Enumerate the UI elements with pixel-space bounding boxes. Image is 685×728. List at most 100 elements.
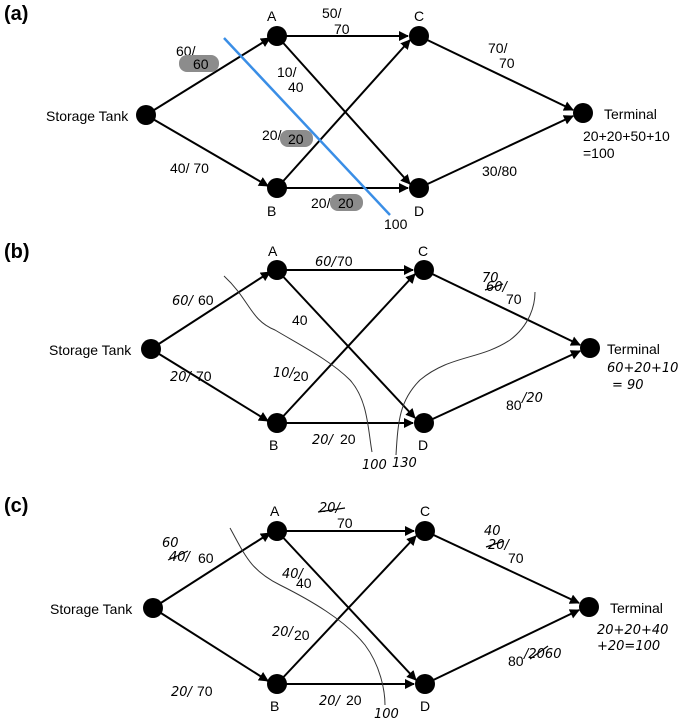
edge-b-c: [276, 535, 417, 685]
label-terminal: Terminal: [604, 106, 657, 122]
label-a: A: [270, 503, 280, 519]
strikethrough: [317, 507, 346, 513]
edge-source-a-cap: 60: [198, 292, 214, 308]
node-c: [409, 26, 429, 46]
label-c: C: [414, 8, 424, 24]
edge-c-terminal-cap: 70: [499, 55, 515, 71]
edge-a-c-cap: 70: [334, 21, 350, 37]
edge-source-a-cap: 60: [198, 550, 214, 566]
edge-c-terminal-cap: 70: [506, 291, 522, 307]
edge-source-a: [152, 532, 271, 609]
edge-a-c-flow: 20/: [319, 501, 342, 516]
edge-d-terminal-flow: /20: [521, 391, 543, 406]
edge-source-b: [145, 114, 269, 187]
edge-b-c-cap: 20: [294, 627, 310, 643]
edge-b-d-flow: 20/: [319, 694, 342, 709]
edge-d-terminal-cap: 80: [506, 397, 522, 413]
edge-b-c-flow: 10/: [273, 366, 296, 381]
saturated-highlight: [280, 130, 313, 147]
edge-a-d-flow: 40/: [282, 567, 305, 582]
strikethrough: [529, 645, 549, 660]
node-d: [409, 178, 429, 198]
edge-source-b-cap: 70: [196, 368, 212, 384]
node-c: [414, 260, 434, 280]
min-cut-line: [223, 37, 391, 216]
label-d: D: [420, 698, 430, 714]
edge-c-terminal-old: 70: [482, 271, 499, 286]
edge-b-d-flow: 20/: [312, 433, 335, 448]
edge-c-terminal: [418, 35, 574, 111]
strikethrough: [485, 540, 505, 548]
node-d: [414, 413, 434, 433]
label-b: B: [267, 203, 276, 219]
label-storage-tank: Storage Tank: [46, 108, 129, 124]
edge-d-terminal-value: 30/80: [482, 163, 517, 179]
edge-source-b: [150, 348, 269, 422]
cut-value-2: 130: [392, 456, 417, 471]
edge-b-d-cap: 20: [346, 692, 362, 708]
edge-a-d-flow: 10/: [277, 64, 297, 80]
edge-b-c-flow: 20/: [262, 127, 282, 143]
label-terminal: Terminal: [607, 341, 660, 357]
edge-a-c-flow: 60/: [315, 255, 338, 270]
edge-source-b-flow: 20/: [171, 685, 194, 700]
edge-d-terminal: [418, 115, 574, 189]
edge-source-a-flow: 60/: [172, 294, 195, 309]
edge-c-terminal-cap: 70: [508, 550, 524, 566]
node-b: [267, 413, 287, 433]
edge-b-d-cap: 20: [340, 431, 356, 447]
cut-value: 100: [384, 216, 408, 232]
label-b: B: [269, 437, 278, 453]
edge-source-a-cap: 60: [193, 56, 209, 72]
panel-a: (a) Storage Tank A B C D Terminal 60/ 60…: [4, 3, 670, 232]
node-d: [415, 674, 435, 694]
total-flow-line-2: =100: [583, 145, 615, 161]
label-c: C: [418, 243, 428, 259]
node-storage-tank: [143, 598, 163, 618]
node-terminal: [580, 338, 600, 358]
node-a: [267, 26, 287, 46]
edge-source-b-value: 40/ 70: [170, 160, 209, 176]
label-c: C: [420, 503, 430, 519]
label-b: B: [270, 698, 279, 714]
edge-c-terminal-new: 40: [484, 524, 501, 539]
cut-curve: [229, 527, 386, 706]
total-flow-line-2: +20=100: [597, 639, 660, 654]
edge-c-terminal-old: 20/: [488, 538, 511, 553]
edge-d-terminal: [424, 609, 580, 685]
edge-source-a-flow: 40/: [169, 550, 192, 565]
edge-b-c-flow: 20/: [272, 625, 295, 640]
edge-a-d: [276, 269, 416, 419]
node-b: [267, 674, 287, 694]
strikethrough: [167, 550, 189, 561]
label-d: D: [418, 437, 428, 453]
label-storage-tank: Storage Tank: [49, 342, 132, 358]
edge-a-c-flow: 50/: [322, 5, 342, 21]
label-d: D: [414, 203, 424, 219]
total-flow-line-1: 20+20+50+10: [583, 128, 670, 144]
cut-value-1: 100: [362, 458, 387, 473]
node-b: [267, 178, 287, 198]
cut-value: 100: [374, 707, 399, 722]
edge-b-d-cap: 20: [338, 195, 354, 211]
panel-b: (b) Storage Tank A B C D Terminal 60/ 60…: [4, 241, 678, 473]
edge-source-b: [152, 607, 269, 682]
edge-a-d-value: 40: [292, 312, 308, 328]
node-a: [267, 260, 287, 280]
node-c: [415, 521, 435, 541]
label-a: A: [267, 8, 277, 24]
panel-a-label: (a): [4, 3, 28, 25]
saturated-highlight: [179, 55, 219, 72]
edge-b-c: [276, 39, 411, 189]
saturated-highlight: [330, 194, 363, 211]
edge-source-a: [150, 271, 271, 350]
edge-b-c: [276, 273, 416, 424]
edge-c-terminal: [423, 269, 581, 346]
node-storage-tank: [136, 105, 156, 125]
edge-d-terminal-cap: 80: [508, 653, 524, 669]
node-terminal: [579, 597, 599, 617]
edge-d-terminal: [423, 350, 581, 424]
edge-source-a-old: 60: [162, 536, 179, 551]
